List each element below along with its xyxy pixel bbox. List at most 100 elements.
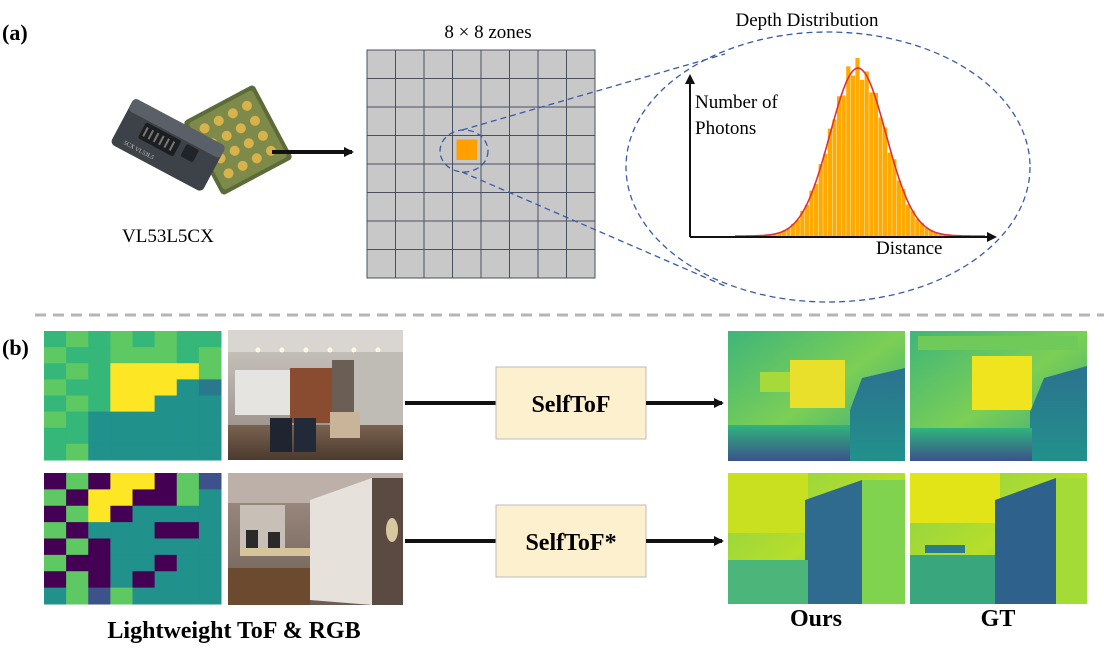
tof-zone-cell <box>132 554 156 572</box>
zone-cell <box>480 249 510 279</box>
tof-zone-cell <box>132 395 156 413</box>
zone-cell <box>366 163 396 193</box>
zone-cell <box>423 163 453 193</box>
tof-zone-cell <box>88 395 111 413</box>
histogram-bar <box>860 79 865 236</box>
tof-zone-cell <box>44 411 67 429</box>
histogram-bar <box>832 119 837 236</box>
tof-zone-cell <box>154 489 178 507</box>
tof-zone-cell <box>198 505 222 523</box>
tof-zone-cell <box>66 489 89 507</box>
tof-zone-cell <box>132 538 156 556</box>
tof-zone-cell <box>88 571 111 589</box>
tof-zone-cell <box>176 347 200 364</box>
zone-cell <box>509 249 539 279</box>
tof-zone-cell <box>132 347 156 364</box>
zone-cell <box>480 78 510 108</box>
tof-zone-cell <box>110 379 133 396</box>
zone-cell <box>566 220 596 250</box>
tof-zone-cell <box>132 505 156 523</box>
tof-zone-cell <box>110 411 133 429</box>
zone-cell <box>566 135 596 165</box>
tof-zone-cell <box>110 538 133 556</box>
histogram-bar <box>846 66 851 236</box>
zone-cell <box>566 249 596 279</box>
y-axis-label-line2: Photons <box>695 118 756 139</box>
zone-cell <box>366 249 396 279</box>
zone-cell <box>423 135 453 165</box>
histogram-bar <box>786 228 791 236</box>
tof-zone-cell <box>132 427 156 445</box>
zone-cell <box>537 106 567 136</box>
zone-cell <box>366 78 396 108</box>
tof-zone-cell <box>132 587 156 605</box>
tof-zone-cell <box>44 395 67 413</box>
tof-zone-cell <box>198 395 222 413</box>
zone-cell <box>366 106 396 136</box>
ours-depth-2 <box>728 473 905 604</box>
zone-cell <box>566 163 596 193</box>
tof-zone-cell <box>110 347 133 364</box>
zone-cell <box>395 49 425 79</box>
zone-cell <box>537 135 567 165</box>
histogram-bar <box>906 204 911 236</box>
tof-zone-cell <box>154 554 178 572</box>
tof-zone-cell <box>176 489 200 507</box>
tof-zone-cell <box>198 587 222 605</box>
tof-zone-cell <box>176 505 200 523</box>
tof-zone-cell <box>198 379 222 396</box>
ours-depth-1 <box>728 331 905 461</box>
histogram-bar <box>855 57 860 236</box>
tof-zone-cell <box>154 473 178 490</box>
zone-cell <box>509 49 539 79</box>
tof-zone-cell <box>66 331 89 348</box>
tof-zone-cell <box>44 473 67 490</box>
grid-title: 8 × 8 zones <box>444 22 531 43</box>
tof-zone-cell <box>132 522 156 539</box>
zone-cell <box>395 163 425 193</box>
histogram-bar <box>827 128 832 236</box>
gt-depth-2 <box>910 473 1087 604</box>
tof-zone-cell <box>44 363 67 380</box>
tof-zone-cell <box>44 331 67 348</box>
tof-zone-cell <box>154 505 178 523</box>
sensor-chip-image: 5CX VL53L5 <box>107 80 292 200</box>
tof-zone-cell <box>110 489 133 507</box>
panel-a-label: (a) <box>2 20 28 45</box>
tof-zone-cell <box>154 443 178 461</box>
histogram-bar <box>901 188 906 236</box>
zone-cell <box>480 135 510 165</box>
histogram-bar <box>795 220 800 236</box>
zone-cell <box>366 135 396 165</box>
tof-zone-cell <box>44 443 67 461</box>
tof-zone-cell <box>44 571 67 589</box>
tof-zone-cell <box>198 473 222 490</box>
tof-zone-cell <box>154 571 178 589</box>
zoom-lines <box>439 31 1031 303</box>
histogram-bar <box>804 204 809 236</box>
tof-zone-cell <box>198 489 222 507</box>
tof-zone-cell <box>132 571 156 589</box>
tof-zone-cell <box>176 473 200 490</box>
tof-zone-cell <box>132 331 156 348</box>
tof-zone-cell <box>110 505 133 523</box>
zone-cell <box>480 220 510 250</box>
zone-cell <box>452 78 482 108</box>
tof-zone-cell <box>66 427 89 445</box>
tof-zone-cell <box>88 331 111 348</box>
zone-cell <box>452 192 482 222</box>
tof-zone-cell <box>88 443 111 461</box>
tof-zone-cell <box>176 443 200 461</box>
histogram-bar <box>772 233 777 236</box>
histogram-bar <box>869 92 874 237</box>
histogram-bar <box>933 232 938 236</box>
zone-cell <box>366 220 396 250</box>
tof-zone-cell <box>154 347 178 364</box>
zone-cell <box>395 78 425 108</box>
tof-zone-cell <box>110 427 133 445</box>
zone-cell <box>423 78 453 108</box>
tof-zone-cell <box>88 489 111 507</box>
zone-cell <box>366 192 396 222</box>
tof-zone-cell <box>88 505 111 523</box>
tof-depth-map-1 <box>44 331 222 461</box>
